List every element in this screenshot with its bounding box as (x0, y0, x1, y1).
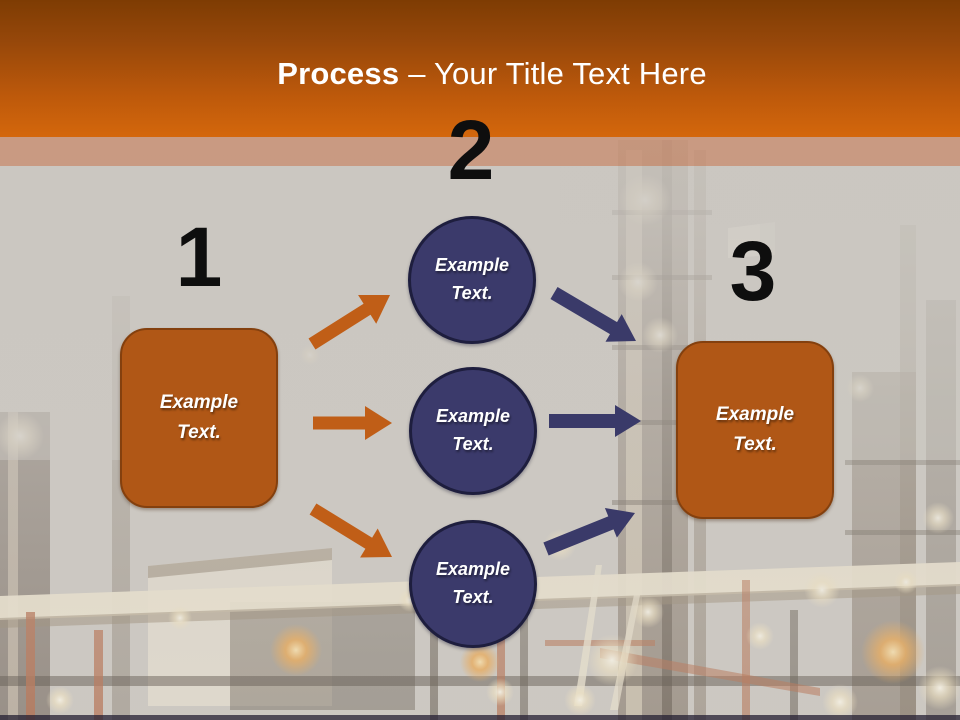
step1-box-label: Example Text. (159, 391, 239, 443)
header-band (0, 0, 960, 137)
step2-circle-top-label: Example Text. (434, 255, 510, 303)
step-number-1: 1 (175, 210, 223, 304)
step-number-2: 2 (447, 103, 495, 197)
slide-title: Process– Your Title Text Here (12, 56, 960, 92)
header-accent-band (0, 137, 960, 166)
step2-circle-middle: Example Text. (409, 367, 537, 495)
step3-box-label: Example Text. (715, 403, 795, 455)
step3-box: Example Text. (676, 341, 834, 519)
step2-circle-middle-label: Example Text. (435, 406, 511, 454)
slide-title-bold: Process (277, 56, 400, 91)
step-number-3: 3 (729, 224, 777, 318)
step2-circle-bottom: Example Text. (409, 520, 537, 648)
step1-box: Example Text. (120, 328, 278, 508)
step2-circle-bottom-label: Example Text. (435, 559, 511, 607)
step2-circle-top: Example Text. (408, 216, 536, 344)
slide-title-rest: – Your Title Text Here (408, 56, 707, 91)
